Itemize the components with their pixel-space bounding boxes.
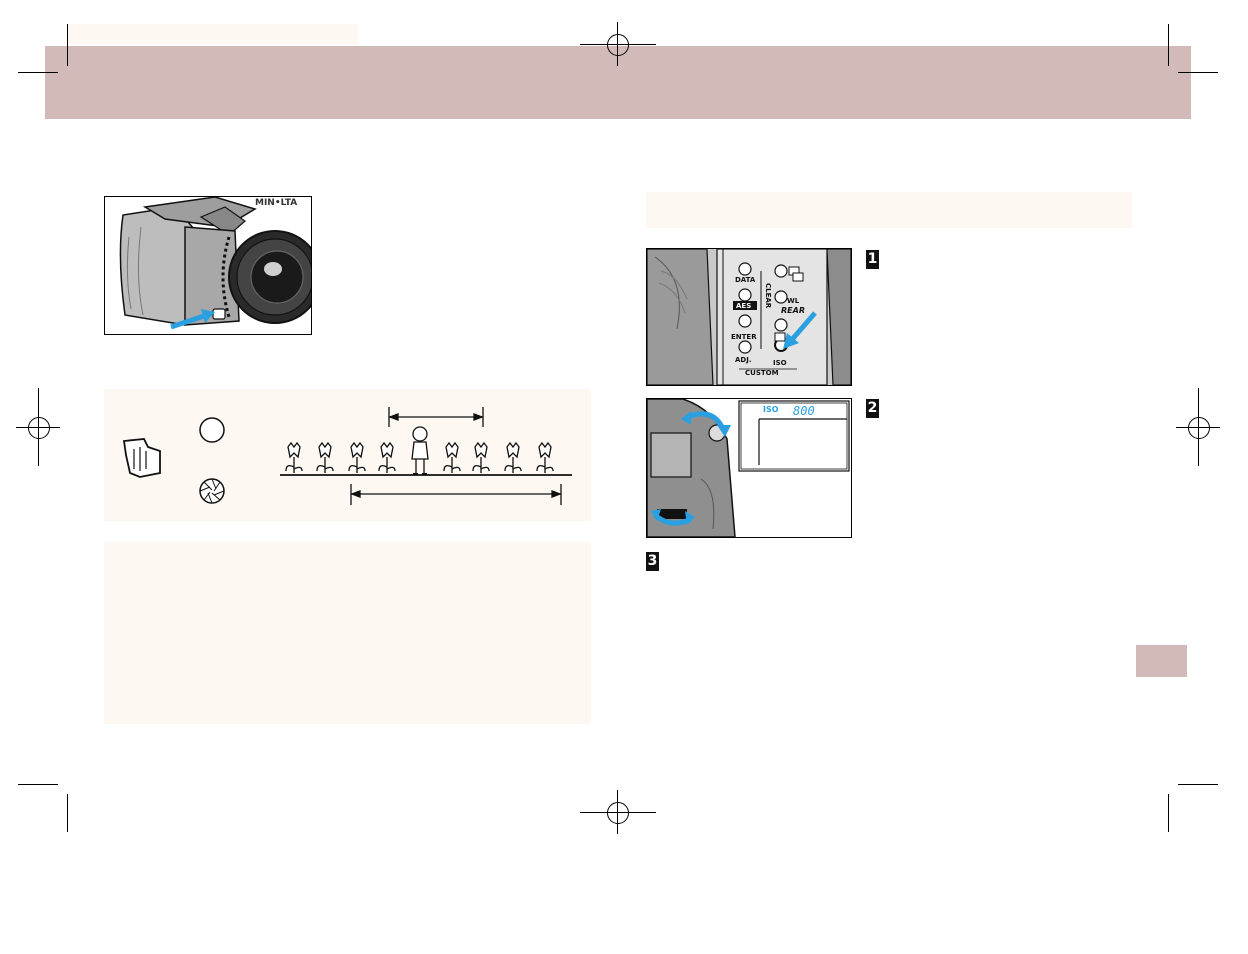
closed-aperture-icon [199, 478, 225, 504]
wl-label: WL [787, 297, 800, 305]
clear-label: CLEAR [764, 283, 772, 309]
data-button-label: DATA [735, 276, 756, 284]
step-badge-2: 2 [866, 399, 879, 418]
hand-press-icon [122, 438, 161, 478]
adj-button-label: ADJ. [735, 356, 752, 364]
dial-lcd-illustration: ISO 800 [646, 398, 852, 538]
lcd-iso-value: 800 [793, 404, 815, 418]
camera-brand-label: MIN•LTA [255, 198, 297, 208]
section-heading-bar [646, 192, 1132, 228]
flower-row [285, 441, 554, 473]
custom-label: CUSTOM [745, 369, 779, 377]
header-band [45, 46, 1191, 119]
far-focus-range-line [350, 484, 562, 505]
near-focus-range-line [388, 407, 484, 427]
top-tab-strip [68, 24, 358, 44]
open-aperture-icon [199, 417, 225, 443]
control-panel-illustration: DATA AES ENTER ADJ. CLEAR WL REAR ISO CU… [646, 248, 852, 386]
step-badge-1: 1 [866, 250, 879, 269]
step-badge-3: 3 [646, 552, 659, 571]
child-figure [411, 426, 429, 475]
camera-front-illustration: MIN•LTA [104, 196, 312, 335]
aes-button-label: AES [736, 302, 751, 310]
iso-button-label: ISO [773, 359, 787, 367]
page-thumb-tab [1136, 645, 1187, 677]
rear-label: REAR [781, 306, 805, 315]
note-panel [104, 542, 591, 724]
lcd-iso-label: ISO [763, 405, 779, 414]
enter-button-label: ENTER [731, 333, 757, 341]
depth-of-field-panel [104, 389, 591, 521]
